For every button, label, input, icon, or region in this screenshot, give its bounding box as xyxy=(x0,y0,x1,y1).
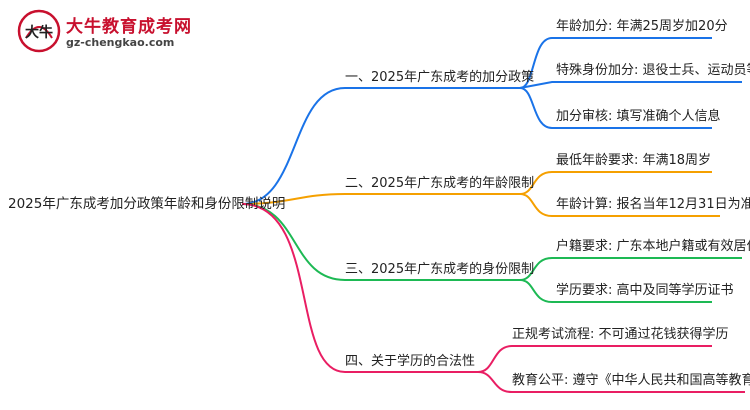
leaf-3-2: 学历要求: 高中及同等学历证书 xyxy=(556,283,734,298)
root-topic: 2025年广东成考加分政策年龄和身份限制说明 xyxy=(8,196,286,212)
branch-4-label: 四、关于学历的合法性 xyxy=(345,354,476,369)
branch-3-label: 三、2025年广东成考的身份限制 xyxy=(345,262,535,277)
branch-1-label: 一、2025年广东成考的加分政策 xyxy=(345,70,535,85)
leaf-1-2: 特殊身份加分: 退役士兵、运动员等 xyxy=(556,63,750,78)
svg-text:大牛: 大牛 xyxy=(25,24,53,41)
branch-2-label: 二、2025年广东成考的年龄限制 xyxy=(345,176,535,191)
leaf-3-1: 户籍要求: 广东本地户籍或有效居住证 xyxy=(556,239,750,254)
logo-url: gz-chengkao.com xyxy=(66,36,175,49)
site-logo[interactable]: 大牛 大牛教育成考网 gz-chengkao.com xyxy=(10,8,192,56)
leaf-4-1: 正规考试流程: 不可通过花钱获得学历 xyxy=(512,327,729,342)
connector-branch-4 xyxy=(241,203,745,393)
logo-mark-icon: 大牛 xyxy=(17,9,61,53)
connector-branch-1 xyxy=(241,37,742,205)
connector-branch-2 xyxy=(241,171,720,217)
logo-title: 大牛教育成考网 xyxy=(66,17,192,37)
leaf-2-2: 年龄计算: 报名当年12月31日为准 xyxy=(556,197,750,212)
leaf-1-1: 年龄加分: 年满25周岁加20分 xyxy=(556,19,728,34)
leaf-2-1: 最低年龄要求: 年满18周岁 xyxy=(556,153,712,168)
leaf-4-2: 教育公平: 遵守《中华人民共和国高等教育法》 xyxy=(512,373,750,388)
leaf-1-3: 加分审核: 填写准确个人信息 xyxy=(556,109,721,124)
